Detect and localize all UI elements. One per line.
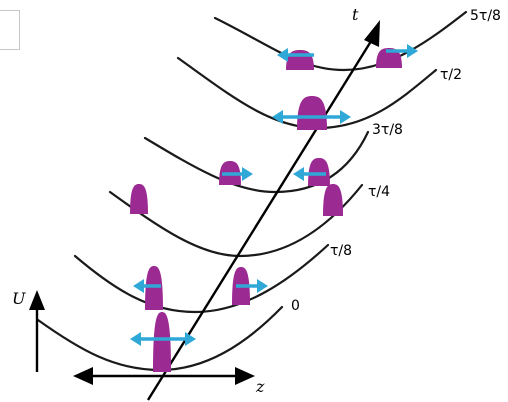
- wavepacket-tau2: [297, 96, 327, 130]
- curve-label-tau8: τ/8: [330, 243, 352, 259]
- curve-label-tau2: τ/2: [440, 67, 462, 83]
- curve-label-3tau8: 3τ/8: [372, 122, 403, 138]
- wavepacket-tau8-left: [145, 266, 163, 310]
- potential-curve-3tau8: [145, 132, 368, 192]
- time-axis: [148, 20, 380, 400]
- wavepacket-3tau8-right: [308, 158, 330, 186]
- curve-label-5tau8: 5τ/8: [470, 8, 501, 24]
- potential-curve-tau4: [110, 185, 362, 256]
- potential-axis-label: U: [12, 289, 26, 308]
- wavepacket-5tau8-left: [286, 50, 314, 70]
- wavepacket-t0: [153, 312, 171, 372]
- potential-axis: [29, 290, 45, 372]
- potential-curve-5tau8: [215, 12, 466, 70]
- time-axis-label: t: [352, 5, 359, 24]
- wavepacket-tau4-right: [323, 184, 343, 216]
- curve-label-0: 0: [291, 298, 300, 314]
- wavepacket-tau4-left: [130, 184, 148, 214]
- position-axis-label: z: [255, 377, 265, 396]
- curve-label-tau4: τ/4: [368, 184, 390, 200]
